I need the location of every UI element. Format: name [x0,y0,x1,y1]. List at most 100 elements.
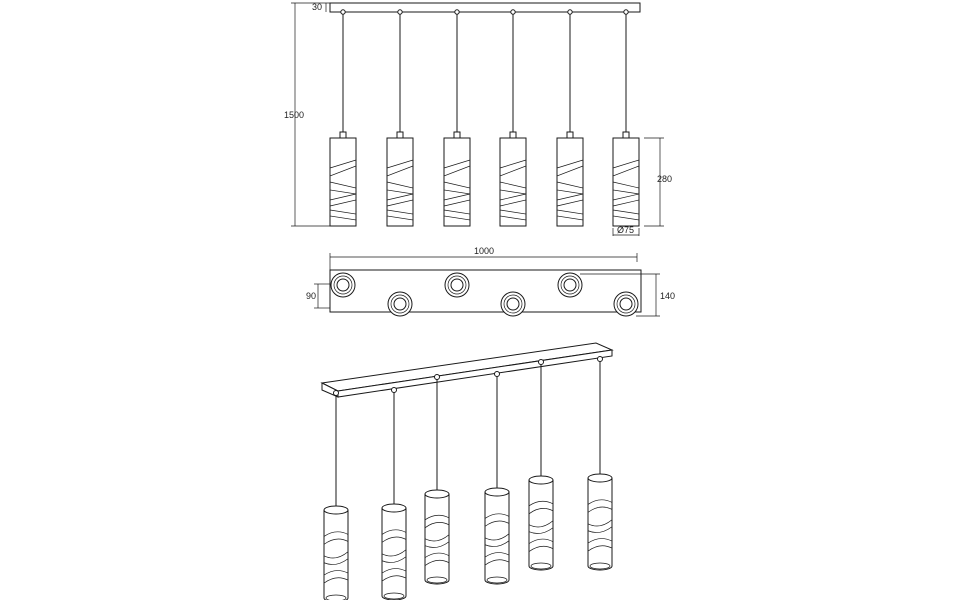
shade-bottom-opening [383,592,405,600]
cable-grip [509,131,517,139]
shade-bottom-opening [486,576,508,584]
lamp-ring-6 [613,291,639,317]
spiral-cut [556,193,584,207]
dim-shade-height: 280 [644,137,672,227]
pendant-front-1 [329,9,357,227]
dim-layout-depth-label: 140 [660,291,675,301]
shade-body [329,137,357,227]
ring-inner [336,278,350,292]
pendant-front-2 [386,9,414,227]
spiral-cut [528,519,554,534]
ring-outer [387,291,413,317]
ring-middle [503,294,523,314]
dim-canopy-length-label: 1000 [474,246,494,256]
canopy-top [329,269,642,313]
shade-top [587,473,613,483]
ring-middle [390,294,410,314]
ring-outer [557,272,583,298]
ring-outer [500,291,526,317]
shade-top [484,487,510,497]
shade-body [528,480,554,571]
spiral-cut [386,209,414,221]
dim-canopy-height-label: 30 [312,2,322,12]
pendant-front-3 [443,9,471,227]
dim-canopy-height: 30 [312,2,327,12]
ceiling-hook [597,356,603,362]
ring-inner [506,297,520,311]
dim-shade-diameter-label: Ø75 [617,225,634,235]
spiral-cut [484,513,510,528]
ring-middle [560,275,580,295]
ring-outer [613,291,639,317]
shade-top [323,505,349,515]
pendant-perspective-6 [587,356,613,571]
shade-body [612,137,640,227]
spiral-cut [443,159,471,177]
ring-middle [333,275,353,295]
ring-inner [563,278,577,292]
dim-shade-diameter: Ø75 [612,225,640,236]
spiral-cut [556,159,584,177]
spiral-cut [587,538,613,552]
canopy-perspective-side [337,349,613,398]
pendant-front-4 [499,9,527,227]
shade-body [386,137,414,227]
canopy-front [329,2,641,13]
spiral-cut [386,193,414,207]
ceiling-hook [391,387,397,393]
ring-inner [393,297,407,311]
perspective-pendants [323,356,613,600]
spiral-cut [587,519,613,533]
ring-inner [619,297,633,311]
shade-top [528,475,554,485]
spiral-cut [381,568,407,582]
shade-body [381,508,407,600]
dim-layout-depth: 140 [580,273,675,317]
spiral-cut [528,500,554,515]
lamp-ring-3 [557,272,583,298]
spiral-cut [381,549,407,563]
shade-bottom-opening [426,576,448,584]
pendant-perspective-3 [424,374,450,585]
shade-body [499,137,527,227]
pendant-perspective-4 [484,371,510,585]
front-pendants [329,9,640,227]
lamp-ring-5 [500,291,526,317]
ceiling-hook [494,371,500,377]
cable-grip [396,131,404,139]
cable-grip [453,131,461,139]
spiral-cut [612,209,640,221]
lamp-ring-1 [330,272,356,298]
dim-total-height: 1500 [284,2,330,227]
dim-canopy-length: 1000 [329,246,638,270]
shade-top [424,489,450,499]
canopy-perspective-top [320,342,614,392]
ceiling-hook [434,374,440,380]
ring-outer [444,272,470,298]
pendant-perspective-5 [528,359,554,571]
spiral-cut [443,193,471,207]
spiral-cut [424,514,450,529]
dim-canopy-width-label: 90 [306,291,316,301]
dim-shade-height-label: 280 [657,174,672,184]
pendant-perspective-1 [323,390,349,600]
spiral-cut [424,533,450,548]
spiral-cut [329,159,357,177]
cable-grip [566,131,574,139]
spiral-cut [443,209,471,221]
ring-outer [330,272,356,298]
lamp-ring-4 [387,291,413,317]
spiral-cut [424,552,450,567]
pendant-front-5 [556,9,584,227]
ceiling-hook [623,9,629,15]
lamp-ring-2 [444,272,470,298]
front-elevation [329,2,641,227]
spiral-cut [587,499,613,514]
shade-bottom-opening [589,562,611,570]
spiral-cut [556,209,584,221]
perspective-view [320,342,614,600]
cable-grip [339,131,347,139]
spiral-cut [499,159,527,177]
ring-inner [450,278,464,292]
shade-body [443,137,471,227]
